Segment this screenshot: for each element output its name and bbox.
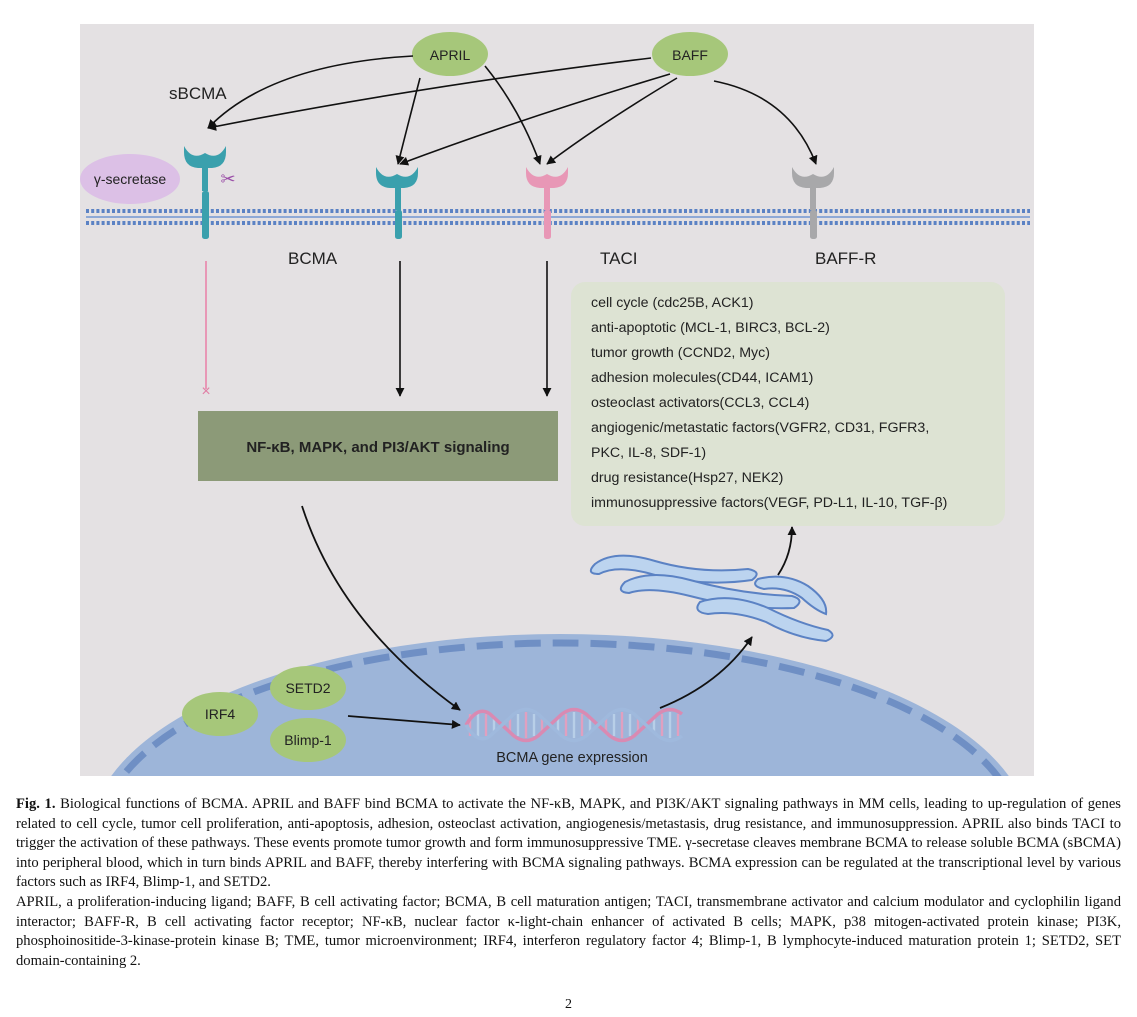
baff-label: BAFF xyxy=(672,47,708,63)
target-genes-list: cell cycle (cdc25B, ACK1) anti-apoptotic… xyxy=(591,295,947,511)
signaling-pathway-box xyxy=(198,411,558,481)
blimp1-label: Blimp-1 xyxy=(284,732,332,748)
gene-item: drug resistance(Hsp27, NEK2) xyxy=(591,470,783,486)
blimp1-regulator xyxy=(270,718,346,762)
figure-caption: Fig. 1. Biological functions of BCMA. AP… xyxy=(16,795,1121,971)
setd2-regulator xyxy=(270,666,346,710)
baff-r-label: BAFF-R xyxy=(815,249,876,268)
gene-item: adhesion molecules(CD44, ICAM1) xyxy=(591,370,813,386)
golgi-apparatus xyxy=(589,554,834,643)
caption-text: Biological functions of BCMA. APRIL and … xyxy=(16,796,1121,891)
gene-item: tumor growth (CCND2, Myc) xyxy=(591,345,770,361)
inhibit-mark-icon: × xyxy=(201,383,210,400)
caption-abbreviations: APRIL, a proliferation-inducing ligand; … xyxy=(16,893,1121,969)
figure-label: Fig. 1. xyxy=(16,796,56,812)
gene-item: immunosuppressive factors(VEGF, PD-L1, I… xyxy=(591,495,947,511)
bcma-label: BCMA xyxy=(288,249,338,268)
gene-item: anti-apoptotic (MCL-1, BIRC3, BCL-2) xyxy=(591,320,830,336)
april-label: APRIL xyxy=(430,47,471,63)
gene-item: osteoclast activators(CCL3, CCL4) xyxy=(591,395,809,411)
scissors-icon: ✂ xyxy=(220,169,235,189)
expression-arrows xyxy=(301,505,797,729)
gene-item: PKC, IL-8, SDF-1) xyxy=(591,445,706,461)
taci-label: TACI xyxy=(600,249,637,268)
gene-item: angiogenic/metastatic factors(VGFR2, CD3… xyxy=(591,420,929,436)
baff-ligand xyxy=(652,32,728,76)
bcma-pathway-figure: γ-secretase ✂ sBCMA BCMA TACI BA xyxy=(80,24,1034,776)
gamma-secretase-enzyme xyxy=(80,154,180,204)
cell-membrane xyxy=(86,209,1030,225)
page-number: 2 xyxy=(565,997,572,1012)
dna-helix-icon xyxy=(464,707,684,743)
irf4-regulator xyxy=(182,692,258,736)
baff-r-receptor xyxy=(792,167,834,239)
gene-expression-label: BCMA gene expression xyxy=(496,750,648,766)
april-ligand xyxy=(412,32,488,76)
sbcma-receptor xyxy=(184,146,226,239)
gamma-secretase-label: γ-secretase xyxy=(94,171,167,187)
gene-item: cell cycle (cdc25B, ACK1) xyxy=(591,295,753,311)
signal-arrows xyxy=(395,261,552,397)
sbcma-label: sBCMA xyxy=(169,84,227,103)
setd2-label: SETD2 xyxy=(285,680,330,696)
target-genes-box xyxy=(571,282,1005,526)
caption-main: Fig. 1. Biological functions of BCMA. AP… xyxy=(16,795,1121,893)
bcma-receptor xyxy=(376,167,418,239)
ligand-binding-arrows xyxy=(207,55,818,166)
taci-receptor xyxy=(526,167,568,239)
irf4-label: IRF4 xyxy=(205,706,236,722)
signaling-pathway-label: NF-κB, MAPK, and PI3/AKT signaling xyxy=(246,439,509,456)
